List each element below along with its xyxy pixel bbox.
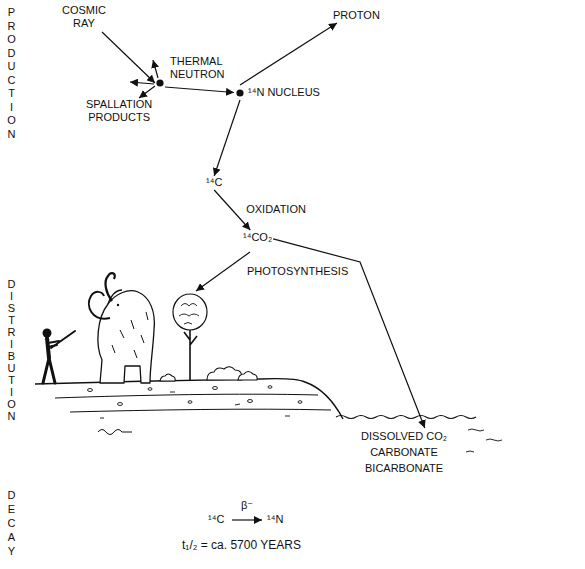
process-label: PHOTOSYNTHESIS	[247, 265, 348, 278]
particle-dot-fill	[156, 79, 163, 86]
molecule-label: ¹⁴CO₂	[243, 231, 272, 244]
water-surface	[336, 416, 476, 419]
node-text: ¹⁴CO₂	[243, 231, 272, 244]
ground-surface	[35, 379, 343, 419]
hunter-figure	[43, 329, 76, 384]
nucleus-node: ¹⁴N NUCLEUS	[234, 85, 320, 100]
stage-label: DECAY	[7, 488, 16, 558]
decay-arrow	[232, 519, 262, 520]
edge-label: OXIDATION	[244, 203, 308, 216]
water-ripples	[466, 429, 502, 452]
pebbles	[88, 386, 303, 418]
particle-dot-fill	[236, 89, 243, 96]
photosynthesis-arrow	[196, 252, 250, 291]
node-text: COSMIC RAY	[62, 4, 106, 30]
mammoth-figure	[89, 273, 154, 383]
isotope-label: ¹⁴C	[208, 513, 224, 526]
node-text: SPALLATION PRODUCTS	[86, 98, 152, 124]
connector-arrow	[165, 87, 234, 93]
stage-label: DISTRIBUTION	[7, 278, 16, 422]
particle-ray	[153, 60, 158, 78]
node-text: ¹⁴C	[206, 176, 222, 189]
node-text: DISSOLVED CO₂ CARBONATE BICARBONATE	[352, 428, 456, 476]
bush-figure	[160, 367, 257, 381]
connector-arrow	[102, 32, 155, 83]
particle-label: PROTON	[333, 9, 380, 22]
stratum-line	[55, 394, 318, 398]
signature	[98, 430, 132, 435]
isotope-label: ¹⁴C	[206, 176, 222, 189]
node-text: THERMAL NEUTRON	[170, 55, 224, 81]
decay-mode-label: β⁻	[241, 499, 253, 512]
particle-dot	[236, 89, 244, 97]
particle-dot	[156, 79, 164, 87]
particle-ray	[130, 82, 154, 84]
stratum-line	[70, 409, 331, 412]
tree-figure	[173, 294, 207, 380]
node-text: PROTON	[333, 9, 380, 22]
product-label: SPALLATION PRODUCTS	[86, 98, 152, 124]
connector-arrow	[240, 23, 337, 85]
connector-arrow	[214, 100, 240, 176]
node-text: ¹⁴N NUCLEUS	[248, 86, 320, 99]
half-life-label: t₁/₂ = ca. 5700 YEARS	[182, 538, 301, 553]
reservoir-label: DISSOLVED CO₂ CARBONATE BICARBONATE	[352, 428, 456, 476]
source-label: COSMIC RAY	[62, 4, 106, 30]
stage-label: PRODUCTION	[7, 6, 16, 141]
isotope-label: ¹⁴N	[267, 513, 283, 526]
connector-arrow	[139, 86, 155, 98]
particle-node: THERMAL NEUTRON	[155, 55, 224, 87]
